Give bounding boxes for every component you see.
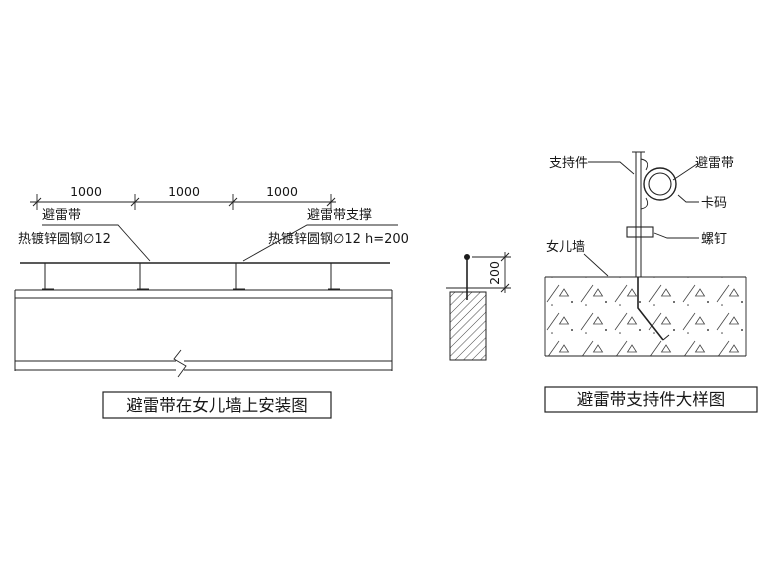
dim-tick xyxy=(130,197,140,207)
title-box xyxy=(102,391,332,419)
belt-supports xyxy=(42,263,340,290)
support-callout: 避雷带支撑 热镀锌圆钢∅12 h=200 xyxy=(242,208,409,262)
dim-tick xyxy=(32,197,42,207)
dim-tick xyxy=(500,283,510,293)
clamp-ring xyxy=(643,167,677,201)
leader-line xyxy=(42,224,151,262)
embedded-bar-foot xyxy=(662,334,670,341)
leader-line xyxy=(242,224,398,262)
parapet-label: 女儿墙 xyxy=(546,239,585,255)
support-piece-label: 支持件 xyxy=(549,156,588,171)
break-symbol xyxy=(173,349,187,378)
section-dim-label: 200 xyxy=(487,261,502,285)
dim-label-1: 1000 xyxy=(70,184,102,199)
leader-line xyxy=(672,163,698,181)
support-assembly xyxy=(626,151,677,341)
screw-label: 螺钉 xyxy=(701,232,727,247)
belt-spec-label: 热镀锌圆钢∅12 xyxy=(18,231,111,247)
dim-tick xyxy=(326,197,336,207)
leader-line xyxy=(583,253,609,277)
belt-callout: 避雷带 热镀锌圆钢∅12 xyxy=(18,208,151,262)
embedded-bar xyxy=(637,277,664,341)
dim-label-3: 1000 xyxy=(266,184,298,199)
clamp-label: 卡码 xyxy=(701,196,727,211)
detail-callouts: 支持件 避雷带 卡码 螺钉 女儿墙 xyxy=(546,156,734,277)
wall-section-hatch xyxy=(449,291,487,361)
belt-rod-circle xyxy=(648,172,672,196)
dim-tick xyxy=(228,197,238,207)
support-label: 避雷带支撑 xyxy=(307,208,372,223)
support-bracket xyxy=(137,263,149,290)
belt-label: 避雷带 xyxy=(42,208,81,223)
leader-line xyxy=(653,232,699,239)
support-bracket xyxy=(233,263,245,290)
support-bracket xyxy=(328,263,340,290)
support-detail-diagram: 支持件 避雷带 卡码 螺钉 女儿墙 避雷带支持件大样图 xyxy=(544,151,758,413)
strap-curve-bottom xyxy=(640,197,649,210)
parapet-wall-elevation xyxy=(14,289,393,378)
installation-title-text: 避雷带在女儿墙上安装图 xyxy=(126,396,308,415)
support-bracket xyxy=(42,263,54,290)
strap-curve-top xyxy=(640,158,649,171)
dim-tick xyxy=(500,252,510,262)
support-spec-label: 热镀锌圆钢∅12 h=200 xyxy=(268,231,409,247)
belt-label: 避雷带 xyxy=(695,156,734,171)
installation-diagram: 1000 1000 1000 避雷带 热镀锌圆钢∅12 避雷带支撑 热镀锌圆钢∅… xyxy=(14,184,511,419)
belt-cross-section-dot xyxy=(464,254,470,260)
dim-label-2: 1000 xyxy=(168,184,200,199)
title-box xyxy=(544,386,758,413)
detail-title: 避雷带支持件大样图 xyxy=(544,386,758,413)
leader-line xyxy=(588,161,635,175)
installation-title: 避雷带在女儿墙上安装图 xyxy=(102,391,332,419)
screw-block xyxy=(626,226,654,238)
leader-line xyxy=(677,194,699,203)
support-section-view: 200 xyxy=(446,252,511,361)
detail-title-text: 避雷带支持件大样图 xyxy=(577,390,726,409)
dimension-chain: 1000 1000 1000 xyxy=(30,184,336,210)
